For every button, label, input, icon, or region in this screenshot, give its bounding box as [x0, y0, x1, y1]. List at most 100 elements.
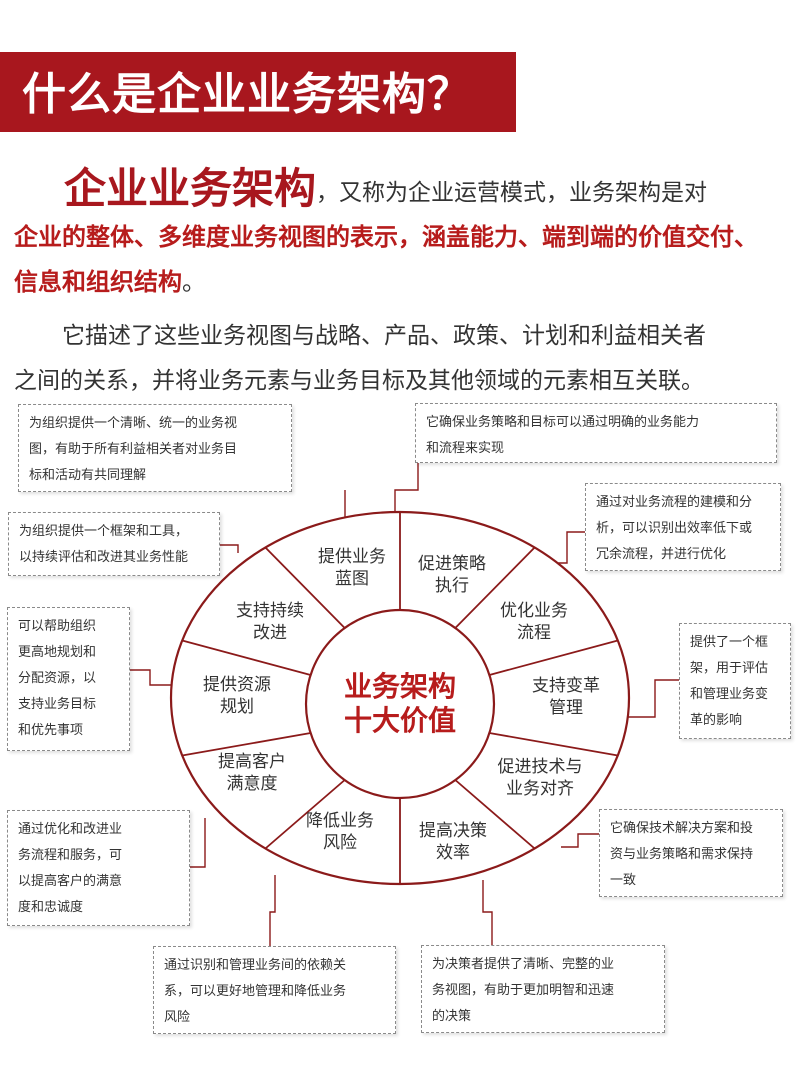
connector-4	[626, 679, 680, 718]
spoke-line	[182, 732, 311, 757]
segment-line-1: 降低业务	[306, 811, 374, 831]
note-line: 一致	[610, 873, 637, 888]
note-line: 和优先事项	[18, 723, 84, 738]
intro-line-1: 企业业务架构，又称为企业运营模式，业务架构是对	[14, 155, 707, 216]
segment-label-change: 支持变革管理	[532, 675, 600, 719]
note-improvement: 为组织提供一个框架和工具， 以持续评估和改进其业务性能	[8, 512, 220, 576]
segment-line-2: 满意度	[226, 774, 278, 794]
segment-line-1: 优化业务	[500, 601, 568, 621]
note-line: 通过优化和改进业	[18, 822, 123, 837]
segment-label-process: 优化业务流程	[500, 600, 568, 644]
connector-9	[130, 669, 173, 686]
spoke-line	[489, 732, 618, 757]
spoke-line	[454, 546, 536, 629]
note-line: 为组织提供一个框架和工具，	[19, 524, 189, 539]
note-line: 务视图，有助于更加明智和迅速	[432, 983, 615, 998]
title-banner	[0, 52, 516, 132]
note-line: 以提高客户的满意	[18, 874, 123, 889]
note-line: 以持续评估和改进其业务性能	[19, 550, 189, 565]
note-customer: 通过优化和改进业务流程和服务，可以提高客户的满意度和忠诚度	[7, 810, 190, 926]
segment-label-improvement: 支持持续改进	[236, 600, 304, 644]
spoke-line	[264, 779, 346, 850]
note-resource: 可以帮助组织更高地规划和分配资源，以支持业务目标和优先事项	[7, 607, 130, 751]
connector-10	[220, 544, 239, 553]
page-title: 什么是企业业务架构？	[22, 69, 472, 120]
segment-line-2: 业务对齐	[506, 779, 574, 799]
note-line: 为组织提供一个清晰、统一的业务视	[29, 416, 238, 431]
segment-line-2: 规划	[220, 697, 254, 717]
segment-line-1: 提供资源	[203, 675, 271, 695]
segment-label-strategy: 促进策略执行	[418, 553, 486, 597]
segment-line-1: 支持变革	[532, 676, 600, 696]
note-tech-alignment: 它确保技术解决方案和投资与业务策略和需求保持一致	[599, 809, 783, 897]
note-line: 风险	[164, 1010, 191, 1025]
segment-line-1: 支持持续	[236, 601, 304, 621]
note-line: 为决策者提供了清晰、完整的业	[432, 957, 615, 972]
segment-line-1: 提高决策	[419, 821, 487, 841]
intro-line-1-text: ，又称为企业运营模式，业务架构是对	[316, 180, 708, 206]
note-line: 标和活动有共同理解	[29, 468, 147, 483]
note-line: 它确保技术解决方案和投	[610, 821, 754, 836]
connector-5	[561, 833, 600, 848]
note-line: 提供了一个框	[690, 635, 769, 650]
spoke-line	[489, 639, 619, 676]
segment-line-1: 提供业务	[318, 547, 386, 567]
intro-line-3-tail: 。	[182, 268, 206, 296]
note-line: 图，有助于所有利益相关者对业务目	[29, 442, 238, 457]
note-decision: 为决策者提供了清晰、完整的业务视图，有助于更加明智和迅速的决策	[421, 945, 665, 1033]
note-line: 通过对业务流程的建模和分	[596, 495, 753, 510]
note-line: 析，可以识别出效率低下或	[596, 521, 753, 536]
note-line: 它确保业务策略和目标可以通过明确的业务能力	[426, 415, 700, 430]
connector-6	[482, 880, 493, 945]
segment-label-decision: 提高决策效率	[419, 820, 487, 864]
segment-line-2: 流程	[517, 623, 551, 643]
note-change: 提供了一个框架，用于评估和管理业务变革的影响	[679, 623, 791, 739]
segment-line-2: 管理	[549, 698, 583, 718]
intro-line-5: 之间的关系，并将业务元素与业务目标及其他领域的元素相互关联。	[14, 368, 704, 394]
note-line: 分配资源，以	[18, 671, 97, 686]
spoke-line	[264, 546, 346, 629]
intro-line-3-text: 信息和组织结构	[14, 268, 182, 296]
note-process: 通过对业务流程的建模和分析，可以识别出效率低下或冗余流程，并进行优化	[585, 483, 781, 571]
connector-2	[394, 458, 419, 514]
note-line: 架，用于评估	[690, 661, 769, 676]
segment-label-tech-alignment: 促进技术与业务对齐	[498, 756, 583, 800]
note-line: 支持业务目标	[18, 697, 97, 712]
segment-line-2: 风险	[323, 833, 357, 853]
segment-label-blueprint: 提供业务蓝图	[318, 546, 386, 590]
segment-line-2: 效率	[436, 843, 470, 863]
center-circle	[304, 608, 496, 800]
segment-line-1: 促进策略	[418, 554, 486, 574]
note-line: 资与业务策略和需求保持	[610, 847, 754, 862]
intro-term: 企业业务架构	[64, 164, 317, 213]
note-line: 的决策	[432, 1009, 472, 1024]
note-line: 系，可以更好地管理和降低业务	[164, 984, 347, 999]
center-label-line-2: 十大价值	[343, 704, 457, 737]
segment-line-2: 执行	[435, 576, 469, 596]
note-risk: 通过识别和管理业务间的依赖关系，可以更好地管理和降低业务风险	[153, 946, 396, 1034]
center-label-line-1: 业务架构	[343, 670, 457, 703]
segment-label-risk: 降低业务风险	[306, 810, 374, 854]
intro-line-4: 它描述了这些业务视图与战略、产品、政策、计划和利益相关者	[62, 323, 706, 349]
spoke-line	[454, 779, 536, 850]
intro-line-2: 企业的整体、多维度业务视图的表示，涵盖能力、端到端的价值交付、	[14, 223, 758, 251]
note-line: 更高地规划和	[18, 645, 97, 660]
note-line: 度和忠诚度	[18, 900, 84, 915]
segment-line-1: 促进技术与	[497, 757, 583, 777]
note-blueprint: 为组织提供一个清晰、统一的业务视图，有助于所有利益相关者对业务目标和活动有共同理…	[18, 404, 292, 492]
note-strategy: 它确保业务策略和目标可以通过明确的业务能力和流程来实现	[415, 403, 777, 463]
segment-line-2: 改进	[253, 623, 287, 643]
note-line: 务流程和服务，可	[18, 848, 123, 863]
segment-label-resource: 提供资源规划	[203, 674, 271, 718]
note-line: 和流程来实现	[426, 441, 505, 456]
spoke-lines	[181, 512, 619, 884]
note-line: 冗余流程，并进行优化	[596, 547, 727, 562]
connector-7	[269, 875, 276, 946]
spoke-line	[181, 639, 311, 676]
center-label: 业务架构十大价值	[344, 670, 456, 738]
note-line: 通过识别和管理业务间的依赖关	[164, 958, 347, 973]
note-line: 和管理业务变	[690, 687, 769, 702]
segment-label-customer: 提高客户满意度	[218, 751, 286, 795]
segment-line-1: 提高客户	[218, 752, 286, 772]
